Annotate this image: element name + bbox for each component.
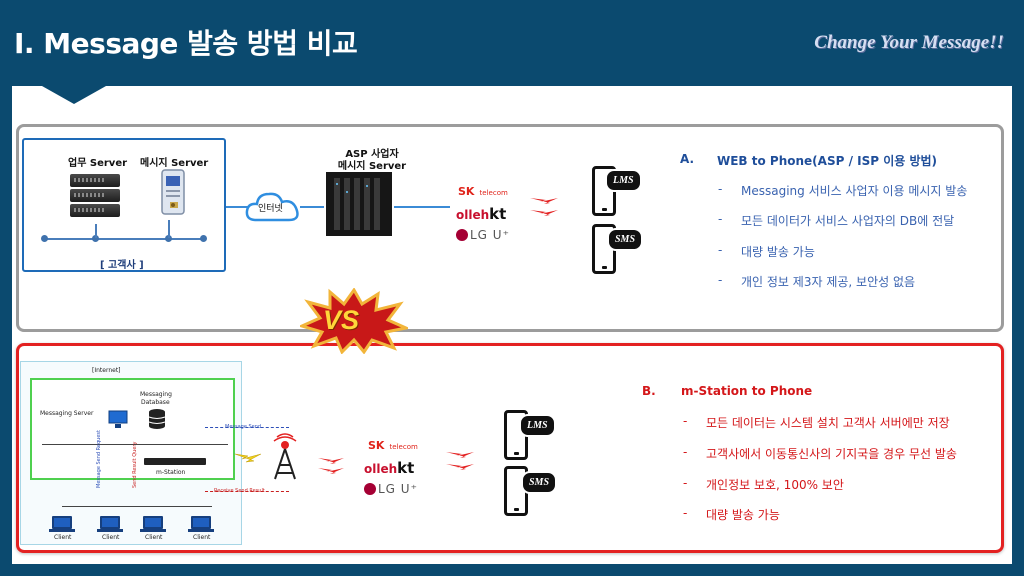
- customer-company-box: [22, 138, 226, 272]
- header-pointer-notch: [42, 86, 106, 104]
- diagram-internet-label: [Internet]: [92, 367, 121, 374]
- company-lan-line: [44, 238, 206, 240]
- internet-cloud-icon: [245, 192, 299, 222]
- section-b-bullet: -: [683, 414, 688, 428]
- messaging-db-label-1: Messaging: [140, 391, 172, 398]
- m-station-label: m-Station: [156, 469, 186, 476]
- internet-label: 인터넷: [258, 204, 283, 214]
- sk-telecom-logo: SK telecom: [368, 439, 418, 452]
- asp-label-line2: 메시지 Server: [337, 161, 407, 172]
- section-a-item: 모든 데이터가 서비스 사업자의 DB에 전달: [741, 214, 955, 228]
- client-label: Client: [54, 534, 72, 541]
- client-laptop-icon: [140, 516, 166, 532]
- client-laptop-icon: [188, 516, 214, 532]
- message-server-label: 메시지 Server: [140, 158, 209, 169]
- receive-result-arrow: [205, 491, 289, 492]
- cell-tower-icon: [273, 433, 297, 480]
- link-asp-telcos: [394, 206, 450, 208]
- customer-lan-line: [42, 444, 228, 445]
- lg-uplus-logo: LG U⁺: [456, 228, 510, 242]
- section-b-item: 모든 데이터는 시스템 설치 고객사 서버에만 저장: [706, 416, 950, 430]
- signal-spark-icon: [446, 452, 474, 470]
- lan-node-4: [200, 235, 207, 242]
- lan-drop-1: [95, 224, 97, 238]
- section-b-bullet: -: [683, 506, 688, 520]
- vs-badge-icon: [300, 288, 408, 354]
- client-label: Client: [145, 534, 163, 541]
- client-lan-line: [62, 506, 212, 507]
- section-a-bullet: -: [718, 182, 723, 196]
- section-b-item: 고객사에서 이동통신사의 기지국을 경우 무선 발송: [706, 447, 957, 461]
- message-server-pc-icon: [161, 169, 185, 215]
- section-b-letter: B.: [642, 384, 656, 398]
- section-a-letter: A.: [680, 152, 695, 166]
- section-b-heading: m-Station to Phone: [681, 384, 813, 398]
- database-icon: [148, 409, 166, 429]
- lan-node-2: [92, 235, 99, 242]
- section-b-item: 개인정보 보호, 100% 보안: [706, 478, 844, 492]
- header-bar: I. Message 발송 방법 비교 Change Your Message!…: [0, 0, 1024, 86]
- client-label: Client: [102, 534, 120, 541]
- m-station-device-icon: [144, 458, 206, 465]
- lms-bubble: LMS: [519, 414, 556, 437]
- olleh-kt-logo: ollehkt: [456, 205, 507, 223]
- lg-uplus-logo: LG U⁺: [364, 482, 418, 496]
- section-b-item: 대량 발송 가능: [706, 508, 780, 522]
- vs-label: VS: [323, 305, 360, 335]
- section-b-bullet: -: [683, 445, 688, 459]
- messaging-server-label: Messaging Server: [40, 410, 94, 417]
- page-title: I. Message 발송 방법 비교: [14, 27, 358, 60]
- sms-bubble: SMS: [521, 471, 558, 494]
- lan-node-1: [41, 235, 48, 242]
- sms-bubble: SMS: [607, 228, 644, 251]
- client-laptop-icon: [97, 516, 123, 532]
- section-a-item: 개인 정보 제3자 제공, 보안성 없음: [741, 275, 916, 289]
- lms-bubble: LMS: [605, 169, 642, 192]
- lan-drop-2: [168, 220, 170, 238]
- signal-spark-icon: [318, 458, 344, 474]
- send-result-query-label: Send Result Query: [132, 441, 138, 488]
- send-request-label: Message Send Request: [96, 430, 102, 488]
- link-company-internet: [226, 206, 250, 208]
- section-a-heading: WEB to Phone(ASP / ISP 이용 방법): [717, 154, 938, 168]
- signal-spark-icon: [530, 198, 558, 216]
- sk-telecom-logo: SK telecom: [458, 185, 508, 198]
- client-laptop-icon: [49, 516, 75, 532]
- tagline: Change Your Message!!: [814, 32, 1004, 53]
- section-a-bullet: -: [718, 212, 723, 226]
- asp-server-rack-icon: [326, 172, 392, 236]
- message-send-arrow: [205, 427, 289, 428]
- lan-node-3: [165, 235, 172, 242]
- olleh-kt-logo: ollehkt: [364, 459, 415, 477]
- section-b-bullet: -: [683, 476, 688, 490]
- section-a-bullet: -: [718, 273, 723, 287]
- signal-spark-icon: [234, 453, 262, 463]
- work-server-label: 업무 Server: [68, 158, 128, 169]
- customer-caption: [ 고객사 ]: [100, 260, 144, 271]
- messaging-db-label-2: Database: [141, 399, 170, 406]
- client-label: Client: [193, 534, 211, 541]
- link-internet-asp: [300, 206, 324, 208]
- section-a-bullet: -: [718, 243, 723, 257]
- section-a-item: 대량 발송 가능: [741, 245, 815, 259]
- section-a-item: Messaging 서비스 사업자 이용 메시지 발송: [741, 184, 968, 198]
- messaging-server-monitor-icon: [108, 410, 128, 428]
- asp-label-line1: ASP 사업자: [345, 149, 399, 160]
